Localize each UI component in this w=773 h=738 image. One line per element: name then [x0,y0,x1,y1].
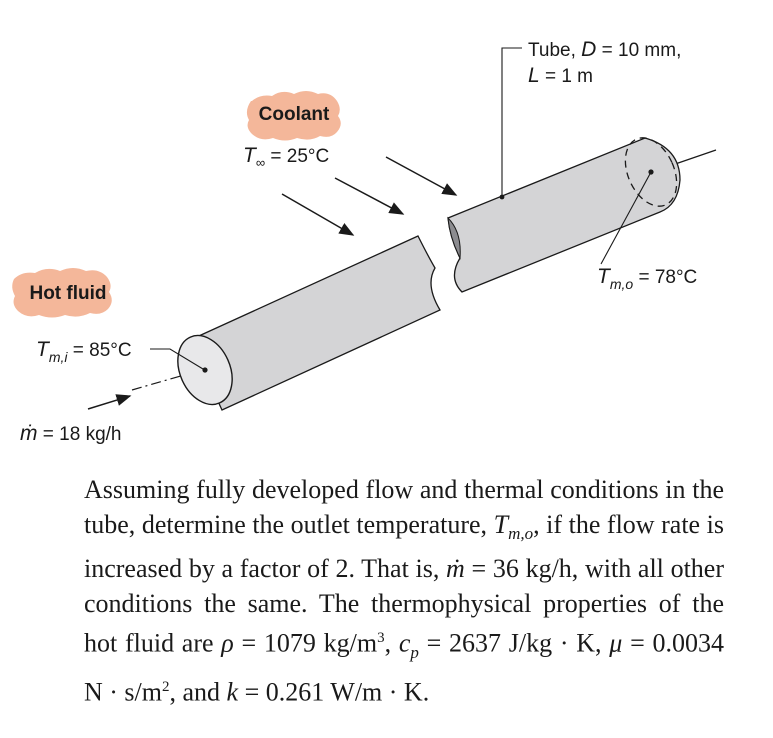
coolant-temperature: T∞ = 25°C [243,144,329,170]
outlet-temp-leader [600,171,652,265]
mass-flow-rate: ṁ = 18 kg/h [20,422,121,445]
coolant-arrow-2 [334,177,405,215]
tube-segment-left [177,235,441,411]
tube-label-leader [501,47,522,197]
mass-flow-arrow [87,394,132,410]
outlet-temperature: Tm,o = 78°C [597,265,697,292]
inlet-temp-leader [150,348,204,370]
inlet-center-dot [202,367,208,373]
hot-fluid-badge-label: Hot fluid [29,283,106,304]
tube-diameter-label: Tube, D = 10 mm, [528,38,681,61]
coolant-badge-label: Coolant [259,104,330,125]
hot-fluid-badge: Hot fluid [12,268,112,318]
tube-length-label: L = 1 m [528,64,593,87]
coolant-arrow-1 [281,193,355,236]
coolant-badge: Coolant [246,91,341,141]
problem-statement: Assuming fully developed flow and therma… [84,472,724,710]
coolant-arrow-3 [385,156,458,196]
inlet-temperature: Tm,i = 85°C [36,338,132,365]
problem-text: Assuming fully developed flow and therma… [84,475,724,707]
